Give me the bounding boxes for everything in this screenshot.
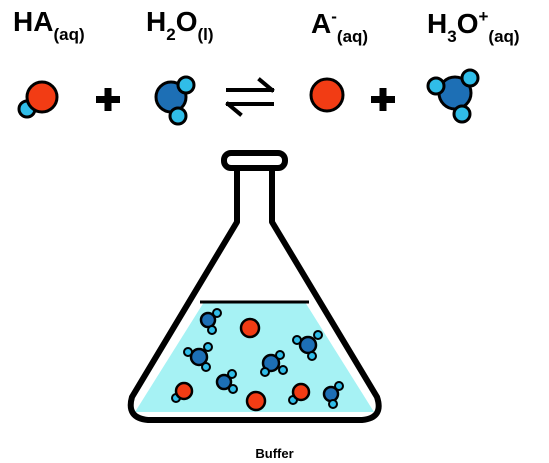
ha-molecule-icon — [17, 80, 59, 119]
ha-molecule-icon — [288, 382, 311, 405]
ha-state: (aq) — [53, 25, 85, 44]
water-o: O — [175, 6, 198, 37]
product-anion-label: A-(aq) — [311, 8, 368, 45]
hydronium-h: H — [427, 8, 448, 39]
water-h: H — [146, 6, 167, 37]
hydronium-molecule-icon — [183, 342, 213, 372]
plus-icon — [371, 88, 395, 111]
a-anion-icon — [245, 390, 267, 412]
anion-charge: - — [331, 7, 337, 26]
a-anion-icon — [309, 77, 345, 113]
water-h-count: 2 — [166, 25, 176, 44]
hydronium-charge: + — [478, 7, 489, 26]
hydronium-molecule-icon — [426, 68, 480, 124]
reactant-water-label: H2O(l) — [146, 6, 214, 44]
anion-formula: A — [311, 8, 332, 39]
hydronium-molecule-icon — [292, 330, 323, 361]
hydronium-state: (aq) — [488, 27, 520, 46]
plus-icon — [96, 88, 120, 111]
water-molecule-icon — [199, 308, 222, 335]
hydronium-molecule-icon — [260, 350, 288, 377]
water-molecule-icon — [215, 369, 238, 394]
hydronium-o: O — [456, 8, 479, 39]
ha-molecule-icon — [171, 381, 194, 403]
buffer-caption: Buffer — [255, 446, 294, 461]
anion-state: (aq) — [336, 27, 369, 46]
reactant-ha-label: HA(aq) — [13, 6, 85, 44]
water-molecule-icon — [322, 381, 344, 409]
ha-formula: HA — [13, 6, 54, 37]
a-anion-icon — [239, 317, 261, 339]
buffer-solution — [135, 302, 374, 412]
product-hydronium-label: H3O+(aq) — [427, 8, 520, 45]
erlenmeyer-flask-icon — [127, 150, 382, 423]
water-state: (l) — [197, 25, 214, 44]
hydronium-h-count: 3 — [447, 27, 457, 46]
water-molecule-icon — [154, 75, 196, 126]
equilibrium-arrows-icon — [225, 77, 275, 117]
